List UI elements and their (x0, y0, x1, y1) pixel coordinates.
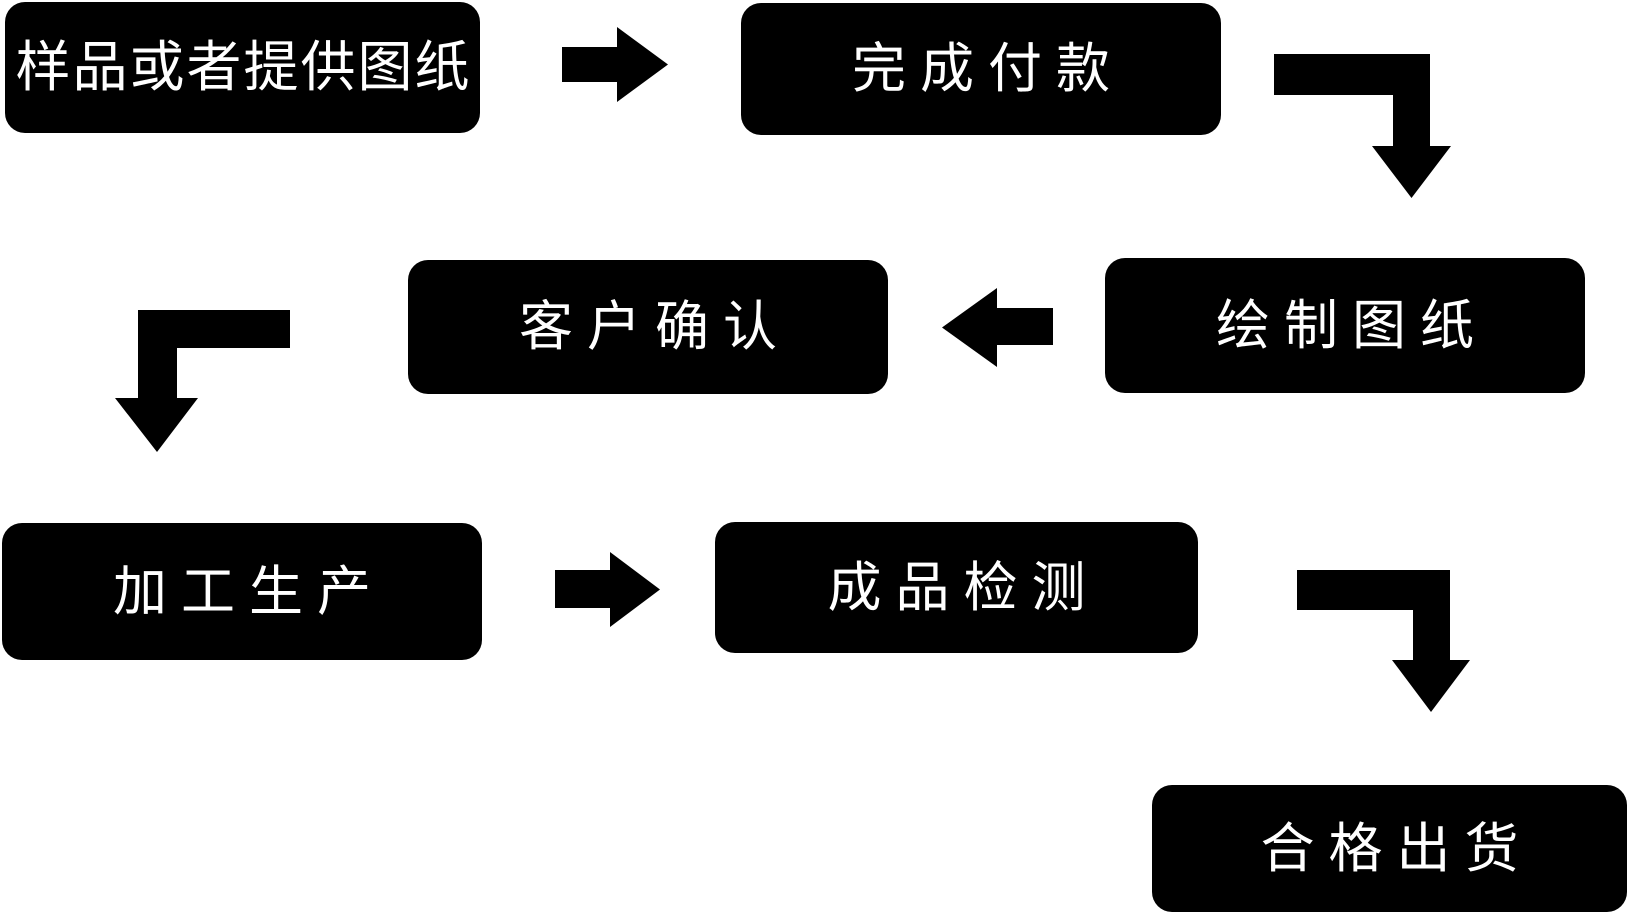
node-draw-drawings: 绘制图纸 (1105, 258, 1585, 393)
arrow-right-icon (562, 27, 668, 102)
elbow-down-arrow-icon (1297, 570, 1470, 712)
arrow-left-icon (942, 288, 1053, 367)
elbow-down-arrow-icon (115, 310, 290, 452)
elbow-down-arrow-icon (1274, 54, 1451, 198)
node-label: 绘制图纸 (1216, 295, 1488, 356)
node-complete-payment: 完成付款 (741, 3, 1221, 135)
node-label: 合格出货 (1260, 818, 1533, 879)
node-qualified-shipment: 合格出货 (1152, 785, 1627, 912)
node-processing-production: 加工生产 (2, 523, 482, 660)
node-label: 样品或者提供图纸 (15, 36, 472, 98)
node-label: 完成付款 (852, 39, 1124, 99)
node-label: 加工生产 (113, 561, 385, 622)
node-finished-product-inspection: 成品检测 (715, 522, 1198, 653)
node-customer-confirm: 客户确认 (408, 260, 888, 394)
arrow-right-icon (555, 552, 660, 627)
node-label: 客户确认 (519, 297, 791, 357)
node-label: 成品检测 (827, 557, 1100, 618)
node-sample-or-drawings: 样品或者提供图纸 (5, 2, 480, 133)
